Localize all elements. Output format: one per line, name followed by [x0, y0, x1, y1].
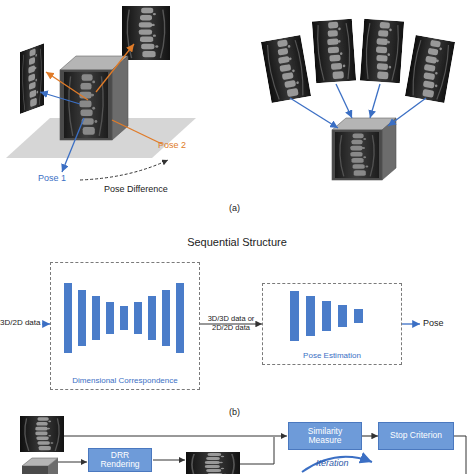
network-layers: [64, 283, 184, 353]
process-box: Similarity Measure: [288, 422, 362, 450]
xray-image: [360, 19, 404, 84]
ct-volume: [332, 118, 396, 180]
xray-image: [261, 35, 311, 103]
projection-ray: [40, 92, 80, 104]
process-box: Stop Criterion: [378, 422, 454, 450]
input-arrow: [42, 323, 50, 324]
pose-axis: [62, 118, 84, 172]
xray-image: [122, 6, 170, 60]
output-arrow: [402, 323, 420, 324]
node-label: DRR Rendering: [95, 451, 145, 470]
panel-label: (a): [229, 203, 240, 213]
flow-line: [240, 437, 274, 464]
module-box: Dimensional Correspondence: [50, 262, 200, 390]
projection-ray: [96, 44, 134, 92]
io-label: 3D/2D data: [0, 318, 40, 327]
pose-axis: [112, 120, 162, 144]
panel-label: (b): [229, 407, 240, 417]
pose-difference-arrow: [80, 160, 168, 180]
flow-line: [454, 436, 466, 474]
node-label: Stop Criterion: [390, 431, 442, 440]
flow-line: [64, 436, 287, 437]
xray-image: [312, 19, 356, 84]
iteration-label: Iteration: [316, 458, 349, 468]
projection-ray: [370, 84, 380, 118]
node-label: Similarity Measure: [295, 427, 355, 446]
module-box: Pose Estimation: [262, 283, 402, 365]
connector-arrow: [362, 435, 378, 436]
edge-label: 3D/3D data or 2D/2D data: [204, 315, 258, 332]
annotation: Pose Difference: [104, 184, 168, 194]
pose-label: Pose 2: [158, 140, 186, 150]
ct-volume: [22, 458, 58, 474]
pose-label: Pose 1: [38, 173, 66, 183]
xray-image: [405, 35, 455, 103]
projection-ray: [290, 98, 338, 128]
process-box: DRR Rendering: [88, 448, 152, 472]
xray-image: [20, 416, 64, 452]
projection-ray: [336, 84, 352, 118]
network-layers: [290, 291, 363, 341]
projection-ray: [388, 98, 426, 126]
iteration-arrow: [302, 457, 372, 472]
flow-line: [153, 460, 185, 461]
xray-image: [20, 43, 44, 114]
panel-title: Sequential Structure: [0, 236, 474, 248]
node-label: Pose Estimation: [303, 351, 361, 360]
flow-line: [58, 462, 87, 463]
io-label: Pose: [423, 318, 444, 328]
ct-volume: [60, 56, 128, 140]
drr-image: [186, 452, 240, 474]
node-label: Dimensional Correspondence: [72, 376, 177, 385]
